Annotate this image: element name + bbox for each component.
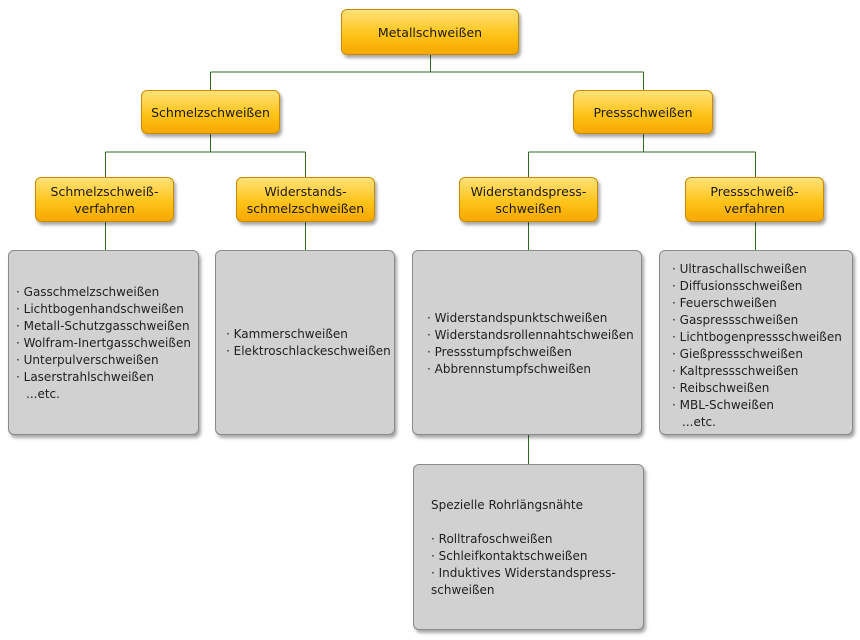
list-item-etc: ...etc.: [682, 415, 716, 429]
list-item: Lichtbogenpressschweißen: [672, 329, 852, 346]
list-item: Gasschmelzschweißen: [16, 284, 198, 301]
list-box-widerstandsschmelzschweissen: Kammerschweißen Elektroschlackeschweißen: [215, 250, 395, 435]
node-widerstandspressschweissen: Widerstandspress- schweißen: [459, 177, 598, 222]
list-item-etc: ...etc.: [26, 387, 60, 401]
list-item: Abbrennstumpfschweißen: [427, 361, 641, 378]
node-pressschweissverfahren: Pressschweiß- verfahren: [685, 177, 824, 222]
node-label: Schmelzschweißen: [151, 104, 270, 120]
node-label: Widerstands- schmelzschweißen: [246, 183, 365, 216]
list-item: Widerstandspunktschweißen: [427, 310, 641, 327]
special-box-rohrlaengsnaehte: Spezielle Rohrlängsnähte Rolltrafoschwei…: [413, 464, 644, 630]
list-box-pressschweissverfahren: Ultraschallschweißen Diffusionsschweißen…: [659, 250, 853, 435]
list-item: Laserstrahlschweißen: [16, 369, 198, 386]
node-label: Pressschweiß- verfahren: [710, 183, 799, 216]
list-item: Feuerschweißen: [672, 295, 852, 312]
node-pressschweissen: Pressschweißen: [573, 90, 713, 134]
node-label: Widerstandspress- schweißen: [470, 183, 587, 216]
list-item: Metall-Schutzgasschweißen: [16, 318, 198, 335]
list-item: Gießpressschweißen: [672, 346, 852, 363]
list-item: Gaspressschweißen: [672, 312, 852, 329]
list-item: Reibschweißen: [672, 380, 852, 397]
list-item: Pressstumpfschweißen: [427, 344, 641, 361]
list-item: Kaltpressschweißen: [672, 363, 852, 380]
list-item: Ultraschallschweißen: [672, 261, 852, 278]
list-item: Schleifkontaktschweißen: [431, 548, 643, 565]
list-item: Elektroschlackeschweißen: [226, 343, 394, 360]
list-item: Induktives Widerstandspress- schweißen: [431, 565, 643, 599]
list-item: Widerstandsrollennahtschweißen: [427, 327, 641, 344]
node-label: Schmelzschweiß- verfahren: [50, 183, 159, 216]
list-item: MBL-Schweißen: [672, 397, 852, 414]
node-label: Metallschweißen: [377, 24, 483, 40]
list-item: Kammerschweißen: [226, 326, 394, 343]
list-item: Diffusionsschweißen: [672, 278, 852, 295]
node-metallschweissen: Metallschweißen: [341, 9, 519, 55]
list-box-schmelzschweissverfahren: Gasschmelzschweißen Lichtbogenhandschwei…: [8, 250, 199, 435]
list-item: Unterpulverschweißen: [16, 352, 198, 369]
list-item: Lichtbogenhandschweißen: [16, 301, 198, 318]
list-item: Rolltrafoschweißen: [431, 531, 643, 548]
list-item: Wolfram-Inertgasschweißen: [16, 335, 198, 352]
node-label: Pressschweißen: [593, 104, 693, 120]
list-box-widerstandspressschweissen: Widerstandspunktschweißen Widerstandsrol…: [412, 250, 642, 435]
node-schmelzschweissverfahren: Schmelzschweiß- verfahren: [35, 177, 174, 222]
node-schmelzschweissen: Schmelzschweißen: [141, 90, 280, 134]
special-title: Spezielle Rohrlängsnähte: [431, 498, 583, 512]
node-widerstandsschmelzschweissen: Widerstands- schmelzschweißen: [236, 177, 375, 222]
